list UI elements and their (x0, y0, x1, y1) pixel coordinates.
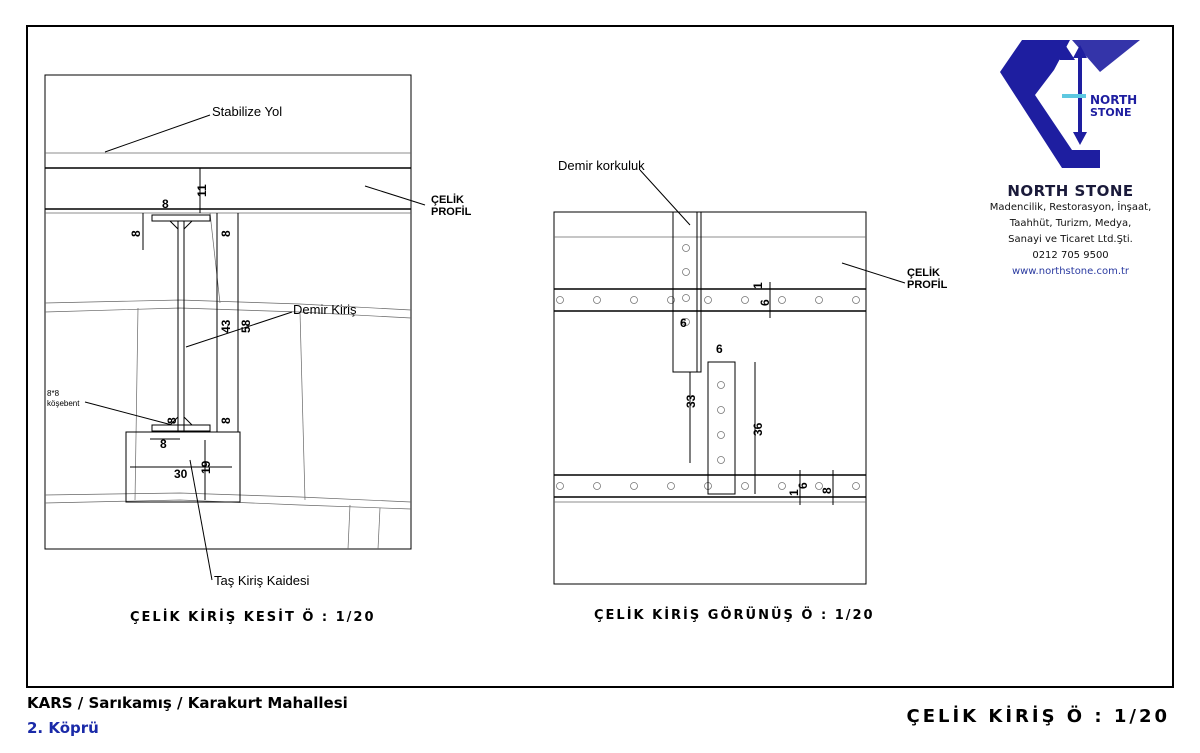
section-dim-6: 8 (165, 417, 179, 424)
base-label: Taş Kiriş Kaidesi (214, 573, 309, 588)
company-name: NORTH STONE (1007, 182, 1134, 200)
elev-dim-6: 1 (787, 489, 801, 496)
profile-label-line: PROFİL (907, 278, 948, 291)
profile-label-line: ÇELİK (431, 193, 464, 206)
elev-dim-2: 6 (680, 316, 687, 330)
rivet-hole (778, 296, 786, 304)
stone-beam-base (125, 431, 241, 503)
section-title: ÇELİK KİRİŞ KESİT Ö : 1/20 (130, 609, 376, 625)
rivet-hole (717, 406, 725, 414)
railing-label: Demir korkuluk (558, 158, 645, 173)
rivet-hole (630, 482, 638, 490)
section-dim-4: 43 (219, 319, 233, 333)
elev-dim-0: 1 (751, 282, 765, 289)
section-dim-8: 8 (160, 437, 167, 451)
company-line-3: Sanayi ve Ticaret Ltd.Şti. (1008, 234, 1133, 245)
rivet-hole (741, 296, 749, 304)
elevation-title: ÇELİK KİRİŞ GÖRÜNÜŞ Ö : 1/20 (594, 607, 875, 623)
rivet-hole (556, 482, 564, 490)
section-dim-7: 8 (219, 417, 233, 424)
elevation-border (553, 211, 867, 585)
company-line-2: Taahhüt, Turizm, Medya, (1009, 218, 1132, 229)
north-stone-logo: NORTH STONE (1000, 40, 1140, 168)
road-label: Stabilize Yol (212, 104, 282, 119)
section-dim-10: 19 (199, 460, 213, 474)
profile-label-line: PROFİL (431, 205, 472, 218)
elev-dim-4: 33 (684, 394, 698, 408)
company-phone: 0212 705 9500 (1032, 250, 1109, 261)
angle-label-b: köşebent (47, 399, 80, 408)
section-dim-9: 30 (174, 467, 188, 481)
beam-top-flange (151, 214, 211, 222)
rivet-hole (593, 296, 601, 304)
rivet-hole (593, 482, 601, 490)
section-view (44, 74, 426, 581)
rivet-hole (682, 294, 690, 302)
rivet-hole (815, 482, 823, 490)
rivet-hole (741, 482, 749, 490)
section-dim-1: 11 (195, 184, 209, 197)
rivet-hole (682, 268, 690, 276)
rivet-hole (852, 296, 860, 304)
rivet-hole (815, 296, 823, 304)
rivet-hole (717, 381, 725, 389)
logo-text-north: NORTH (1090, 93, 1137, 107)
rivet-hole (556, 296, 564, 304)
drawing-frame (26, 25, 1174, 688)
project-location: KARS / Sarıkamış / Karakurt Mahallesi (27, 694, 348, 712)
company-line-1: Madencilik, Restorasyon, İnşaat, (989, 202, 1152, 213)
rivet-hole (682, 318, 690, 326)
logo-text-stone: STONE (1090, 106, 1132, 119)
beam-bottom-flange (151, 424, 211, 432)
rivet-row-top (556, 296, 860, 304)
section-dim-5: 58 (239, 319, 253, 333)
rivet-row-bottom (556, 482, 860, 490)
logo-diamond-mark (1000, 40, 1100, 168)
rivet-hole (778, 482, 786, 490)
plate-rivets (717, 381, 725, 464)
rivet-hole (852, 482, 860, 490)
rivet-hole (717, 456, 725, 464)
rivet-hole (717, 431, 725, 439)
side-plate (707, 361, 736, 495)
profile-label-line: ÇELİK (907, 266, 940, 279)
sheet-title: ÇELİK KİRİŞ Ö : 1/20 (906, 706, 1170, 727)
section-dim-3: 8 (219, 230, 233, 237)
elevation-view (553, 169, 906, 585)
elev-dim-5: 36 (751, 422, 765, 436)
section-dim-2: 8 (129, 230, 143, 237)
section-dim-0: 8 (162, 197, 169, 211)
company-website[interactable]: www.northstone.com.tr (1011, 266, 1130, 277)
post-rivets (682, 244, 690, 326)
company-info: NORTH STONE Madencilik, Restorasyon, İnş… (968, 182, 1173, 280)
angle-label-a: 8*8 (47, 389, 60, 398)
elev-dim-3: 6 (716, 342, 723, 356)
beam-label: Demir Kiriş (293, 302, 357, 317)
elev-dim-1: 6 (758, 299, 772, 306)
rivet-hole (667, 482, 675, 490)
bridge-name: 2. Köprü (27, 719, 99, 737)
elev-dim-7: 6 (796, 482, 810, 489)
rivet-hole (630, 296, 638, 304)
beam-web (177, 220, 185, 432)
rivet-hole (682, 244, 690, 252)
rivet-hole (704, 296, 712, 304)
elev-dim-8: 8 (820, 487, 834, 494)
